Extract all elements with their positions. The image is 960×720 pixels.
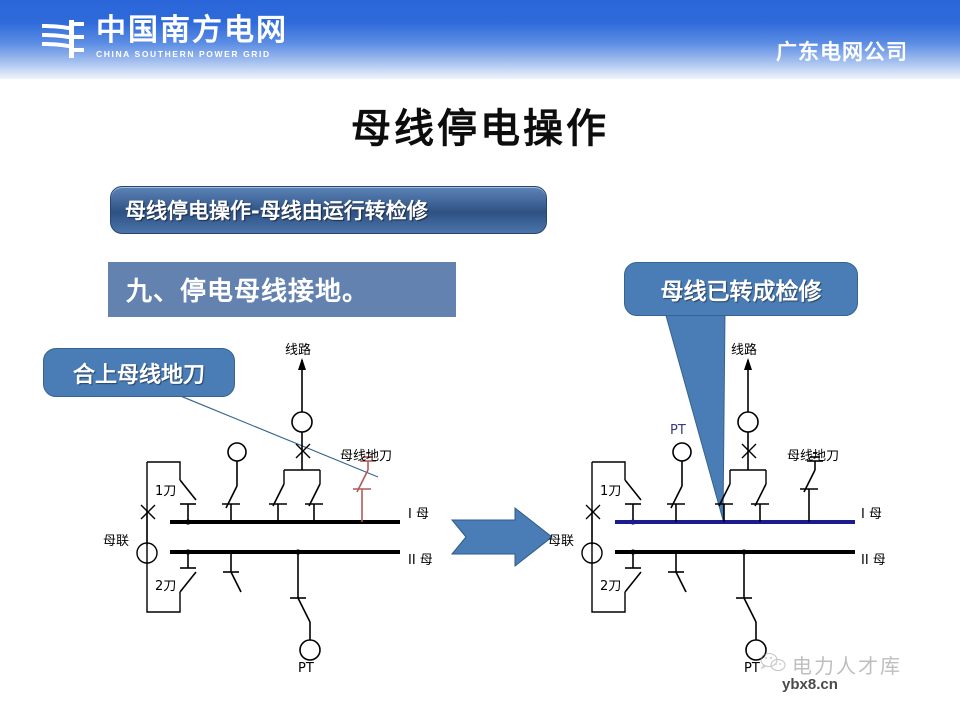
callout-left-tail-icon — [167, 390, 379, 478]
knife-2-right — [624, 571, 642, 593]
label-line-feeder-left: 线路 — [285, 342, 311, 358]
label-bus-tie-right: 母联 — [548, 534, 574, 549]
csg-logo-english: CHINA SOUTHERN POWER GRID — [96, 49, 271, 59]
single-line-diagram-right — [581, 358, 855, 661]
feeder-circle-left-1 — [227, 442, 247, 462]
label-bus-1-right: I 母 — [861, 507, 882, 522]
watermark: 电力人才库 — [760, 650, 902, 679]
knife-1-right — [624, 479, 642, 501]
label-knife-1-right: 1刀 — [600, 484, 621, 499]
label-line-feeder-right: 线路 — [731, 342, 757, 358]
label-bus-ground-switch-right: 母线地刀 — [787, 449, 839, 464]
bus-tie-frame-left — [147, 461, 181, 480]
watermark-url: ybx8.cn — [782, 676, 838, 693]
bus-tie-breaker-right — [581, 542, 603, 564]
section-banner-label: 母线停电操作-母线由运行转检修 — [125, 199, 428, 223]
wechat-icon — [760, 652, 786, 677]
callout-left-label: 合上母线地刀 — [72, 362, 205, 388]
bus-ground-switch-left — [353, 452, 376, 522]
bus-tie-frame-right — [592, 461, 626, 480]
step-bar-label: 九、停电母线接地。 — [126, 277, 370, 307]
callout-right: 母线已转成检修 — [624, 262, 858, 316]
bus-ground-switch-right — [800, 452, 823, 522]
label-pt-left: PT — [298, 661, 314, 676]
label-bus-1-left: I 母 — [408, 507, 429, 522]
label-knife-2-right: 2刀 — [600, 579, 621, 594]
knife-1-left — [179, 479, 197, 501]
line-feeder-left — [291, 358, 313, 470]
callout-right-tail-icon — [664, 311, 726, 521]
page-title: 母线停电操作 — [351, 106, 609, 152]
csg-logo: 中国南方电网 CHINA SOUTHERN POWER GRID — [40, 16, 288, 62]
pt-branch-left — [290, 552, 321, 661]
csg-logo-text: 中国南方电网 CHINA SOUTHERN POWER GRID — [96, 16, 288, 59]
label-bus-2-left: II 母 — [408, 553, 433, 568]
csg-logo-mark-icon — [40, 16, 86, 62]
pt-bottom-branch-right — [736, 552, 767, 661]
callout-left: 合上母线地刀 — [43, 348, 235, 397]
label-pt-bottom-right: PT — [744, 661, 760, 676]
watermark-label: 电力人才库 — [792, 654, 902, 678]
label-pt-top-right: PT — [670, 423, 686, 438]
label-bus-2-right: II 母 — [861, 553, 886, 568]
bus-tie-breaker-left — [136, 542, 158, 564]
line-feeder-right — [737, 358, 759, 470]
bus-tie-disconnect-left — [140, 504, 156, 520]
label-knife-2-left: 2刀 — [155, 579, 176, 594]
csg-logo-chinese: 中国南方电网 — [96, 13, 288, 48]
step-bar: 九、停电母线接地。 — [108, 262, 456, 317]
bus-tie-disconnect-right — [585, 504, 601, 520]
label-bus-tie-left: 母联 — [103, 534, 129, 549]
section-banner: 母线停电操作-母线由运行转检修 — [110, 186, 547, 234]
callout-right-label: 母线已转成检修 — [660, 279, 822, 305]
label-bus-ground-switch-left: 母线地刀 — [340, 449, 392, 464]
knife-2-left — [179, 571, 197, 593]
flow-arrow-icon — [450, 506, 553, 568]
pt-top-branch-right — [667, 442, 692, 522]
company-name: 广东电网公司 — [776, 40, 908, 64]
single-line-diagram-left — [136, 358, 400, 661]
slide-header: 中国南方电网 CHINA SOUTHERN POWER GRID 广东电网公司 — [0, 0, 960, 79]
label-knife-1-left: 1刀 — [155, 484, 176, 499]
